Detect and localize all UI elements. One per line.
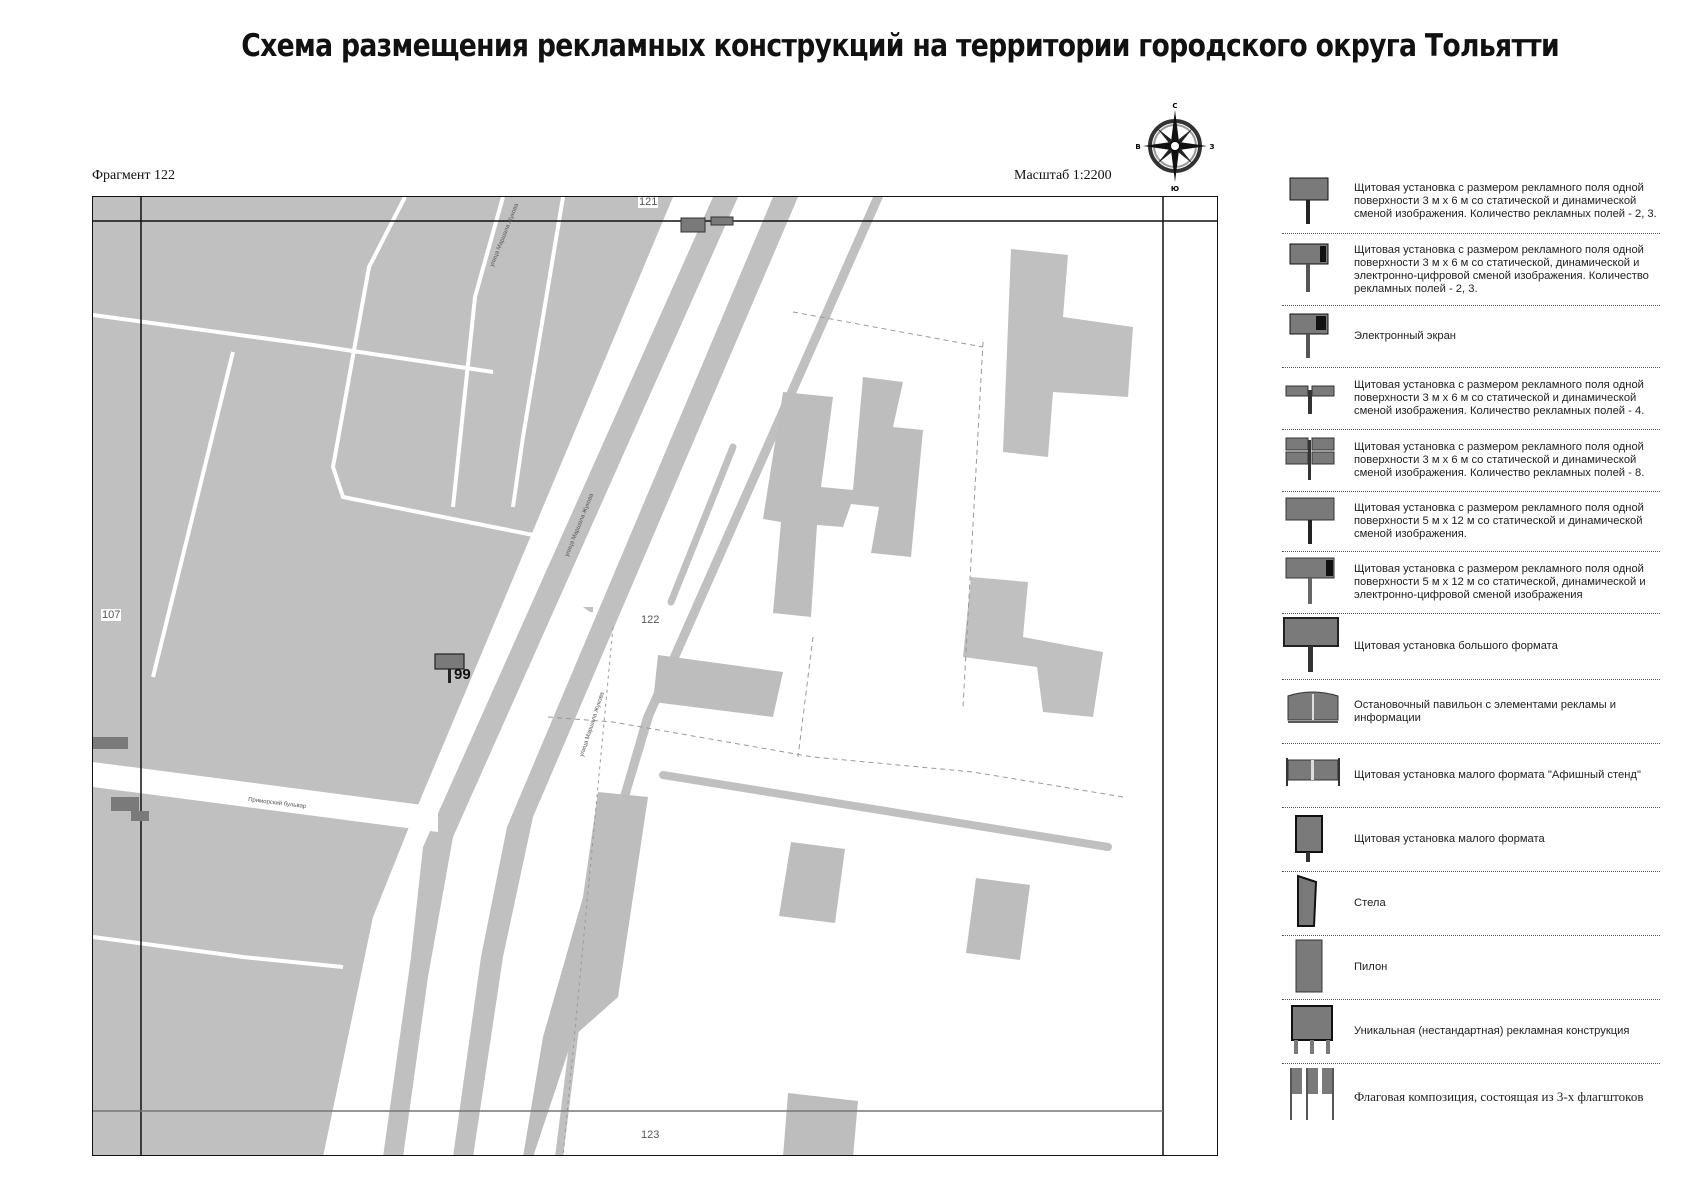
compass-north-label: С xyxy=(1172,102,1177,110)
flag-composition-icon xyxy=(1282,1064,1354,1128)
map-fragment[interactable]: улица Маршала Жукова улица Маршала Жуков… xyxy=(92,196,1218,1156)
legend-item: Стела xyxy=(1282,872,1660,936)
legend-item: Щитовая установка малого формата xyxy=(1282,808,1660,872)
scale-label: Масштаб 1:2200 xyxy=(1014,168,1112,183)
poster-stand-icon xyxy=(1282,744,1354,807)
legend-item: Щитовая установка с размером рекламного … xyxy=(1282,552,1660,614)
parcel-label-121: 121 xyxy=(638,196,659,208)
billboard-4-fields-icon xyxy=(1282,368,1354,429)
unique-construction-icon xyxy=(1282,1000,1354,1063)
sign-number-99[interactable]: 99 xyxy=(454,666,471,683)
legend-item: Щитовая установка с размером рекламного … xyxy=(1282,430,1660,492)
legend-item: Остановочный павильон с элементами рекла… xyxy=(1282,680,1660,744)
legend-item: Щитовая установка с размером рекламного … xyxy=(1282,170,1660,234)
billboard-3x6-icon xyxy=(1282,170,1354,233)
legend-item: Пилон xyxy=(1282,936,1660,1000)
electronic-screen-icon xyxy=(1282,306,1354,367)
compass-west-label: В xyxy=(1135,143,1140,151)
compass-south-label: Ю xyxy=(1171,185,1179,192)
compass-rose-icon: С Ю В З xyxy=(1135,100,1215,193)
legend-item: Уникальная (нестандартная) рекламная кон… xyxy=(1282,1000,1660,1064)
building-school xyxy=(763,377,923,617)
large-format-billboard-icon xyxy=(1282,614,1354,679)
billboard-3x6-digital-icon xyxy=(1282,234,1354,305)
compass-east-label: З xyxy=(1210,143,1215,151)
billboard-5x12-digital-icon xyxy=(1282,552,1354,613)
map-canvas: улица Маршала Жукова улица Маршала Жуков… xyxy=(93,197,1217,1155)
residential-land xyxy=(93,197,693,1155)
building-long xyxy=(523,792,648,1155)
bus-stop-pavilion-icon xyxy=(1282,680,1354,743)
billboard-8-fields-icon xyxy=(1282,430,1354,491)
small-format-sign-icon xyxy=(1282,808,1354,871)
road-primorsky xyxy=(93,762,438,832)
billboard-5x12-icon xyxy=(1282,492,1354,551)
building-small xyxy=(653,655,783,717)
page-title: Схема размещения рекламных конструкций н… xyxy=(241,28,1560,64)
building-east-2 xyxy=(963,577,1103,717)
building-bottom-1 xyxy=(779,842,845,923)
fragment-label: Фрагмент 122 xyxy=(92,168,176,183)
legend: Щитовая установка с размером рекламного … xyxy=(1282,170,1660,1128)
legend-item: Щитовая установка большого формата xyxy=(1282,614,1660,680)
parcel-label-123: 123 xyxy=(640,1129,661,1141)
parcel-label-122: 122 xyxy=(640,614,661,626)
legend-item: Щитовая установка малого формата "Афишны… xyxy=(1282,744,1660,808)
parcel-label-107: 107 xyxy=(101,609,122,621)
building-bottom-2 xyxy=(966,878,1030,960)
building-east-1 xyxy=(1003,249,1133,457)
legend-item: Флаговая композиция, состоящая из 3-х фл… xyxy=(1282,1064,1660,1128)
legend-item: Щитовая установка с размером рекламного … xyxy=(1282,234,1660,306)
legend-item: Электронный экран xyxy=(1282,306,1660,368)
legend-item: Щитовая установка с размером рекламного … xyxy=(1282,492,1660,552)
legend-item: Щитовая установка с размером рекламного … xyxy=(1282,368,1660,430)
pylon-icon xyxy=(1282,936,1354,999)
stele-icon xyxy=(1282,872,1354,935)
